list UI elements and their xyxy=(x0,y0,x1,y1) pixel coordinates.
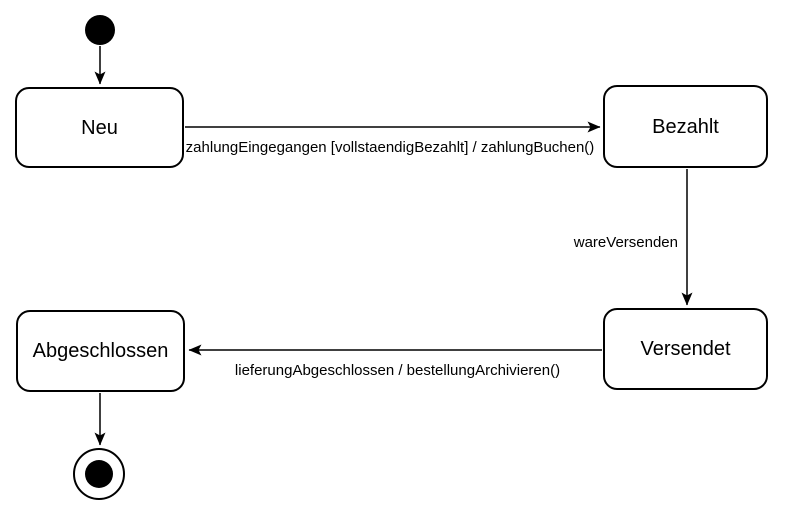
transition-label-lieferung-abgeschlossen: lieferungAbgeschlossen / bestellungArchi… xyxy=(234,362,561,379)
state-node-bezahlt: Bezahlt xyxy=(603,85,768,168)
state-label-versendet: Versendet xyxy=(640,338,731,360)
initial-state-node xyxy=(85,15,115,45)
state-node-versendet: Versendet xyxy=(603,308,768,390)
final-state-node xyxy=(73,448,125,500)
final-state-inner-dot xyxy=(85,460,113,488)
transition-label-zahlung-eingegangen: zahlungEingegangen [vollstaendigBezahlt]… xyxy=(185,139,595,156)
state-label-bezahlt: Bezahlt xyxy=(652,115,719,138)
state-node-neu: Neu xyxy=(15,87,184,168)
state-node-abgeschlossen: Abgeschlossen xyxy=(16,310,185,392)
state-label-abgeschlossen: Abgeschlossen xyxy=(32,340,169,362)
state-label-neu: Neu xyxy=(81,116,118,139)
transition-label-ware-versenden: wareVersenden xyxy=(573,234,678,251)
